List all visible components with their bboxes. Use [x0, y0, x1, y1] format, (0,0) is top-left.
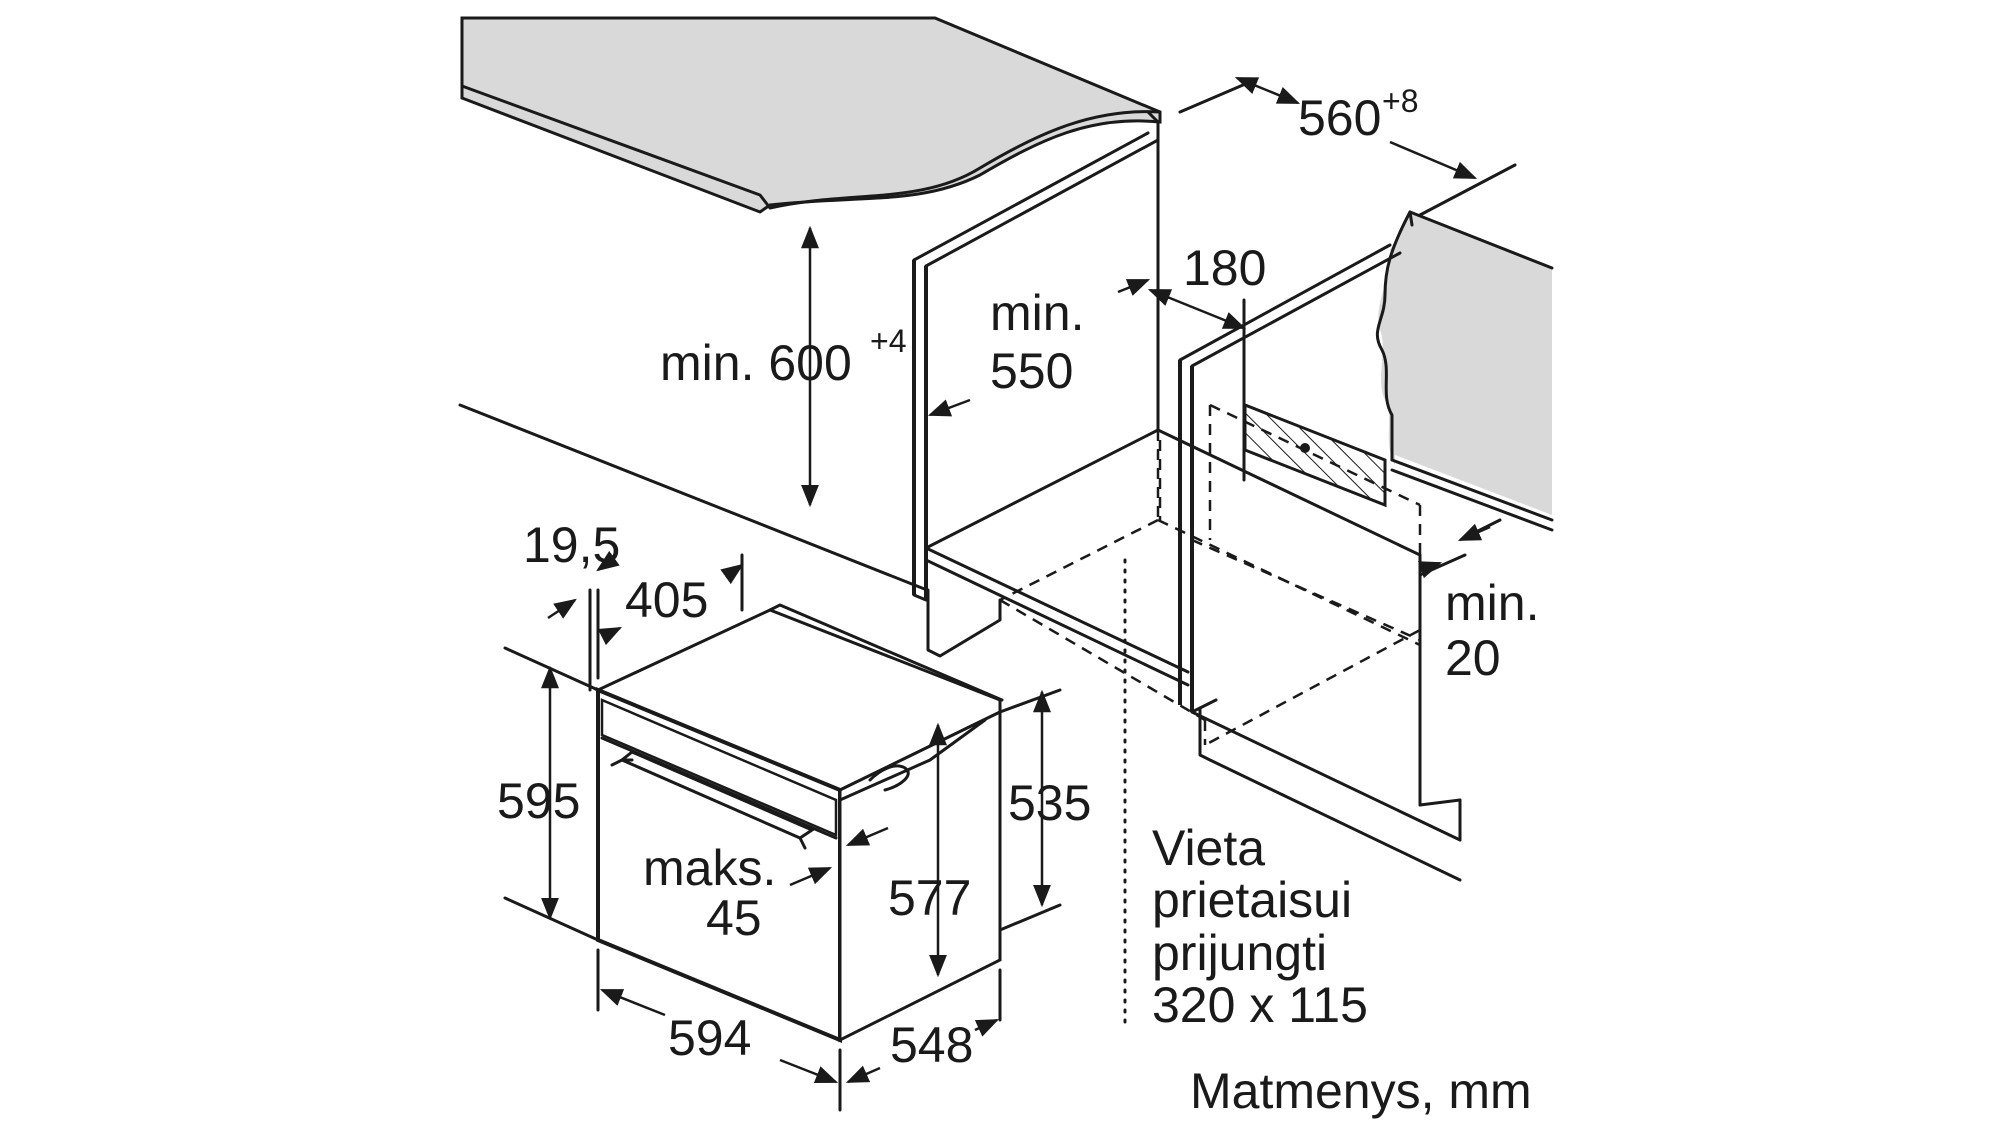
units-caption: Matmenys, mm	[1190, 1063, 1532, 1119]
label-19-5: 19,5	[523, 517, 620, 573]
niche-right-panel	[1178, 243, 1462, 882]
dimension-labels: 560 +8 180 min. 550 min. 600 +4 min. 20 …	[497, 83, 1539, 1073]
note-line-3: prijungti	[1152, 925, 1327, 981]
note-line-4: 320 x 115	[1152, 977, 1368, 1033]
label-min600-tolerance: +4	[870, 323, 906, 359]
oven-body	[594, 603, 1004, 1043]
note-line-2: prietaisui	[1152, 872, 1352, 928]
label-min550-a: min.	[990, 285, 1084, 341]
label-594: 594	[668, 1010, 751, 1066]
label-548: 548	[890, 1017, 973, 1073]
label-405: 405	[625, 572, 708, 628]
label-maks-b: 45	[706, 890, 762, 946]
connection-note: Vieta prietaisui prijungti 320 x 115	[1152, 820, 1368, 1033]
label-560-tolerance: +8	[1382, 83, 1418, 119]
label-min20-b: 20	[1445, 630, 1501, 686]
label-577: 577	[888, 870, 971, 926]
label-min600: min. 600	[660, 335, 852, 391]
dim-lines	[503, 76, 1517, 1112]
label-535: 535	[1008, 775, 1091, 831]
label-560: 560	[1298, 90, 1381, 146]
countertop	[460, 16, 1162, 214]
label-maks-a: maks.	[643, 840, 776, 896]
note-line-1: Vieta	[1152, 820, 1265, 876]
label-180: 180	[1183, 240, 1266, 296]
connection-area	[1243, 402, 1387, 508]
oven-envelope-dashed	[999, 403, 1422, 747]
label-min550-b: 550	[990, 343, 1073, 399]
niche-left-panel	[912, 110, 1160, 658]
label-min20-a: min.	[1445, 575, 1539, 631]
right-cabinet-panel	[1375, 210, 1554, 532]
niche-floor	[458, 403, 1422, 687]
label-595: 595	[497, 773, 580, 829]
